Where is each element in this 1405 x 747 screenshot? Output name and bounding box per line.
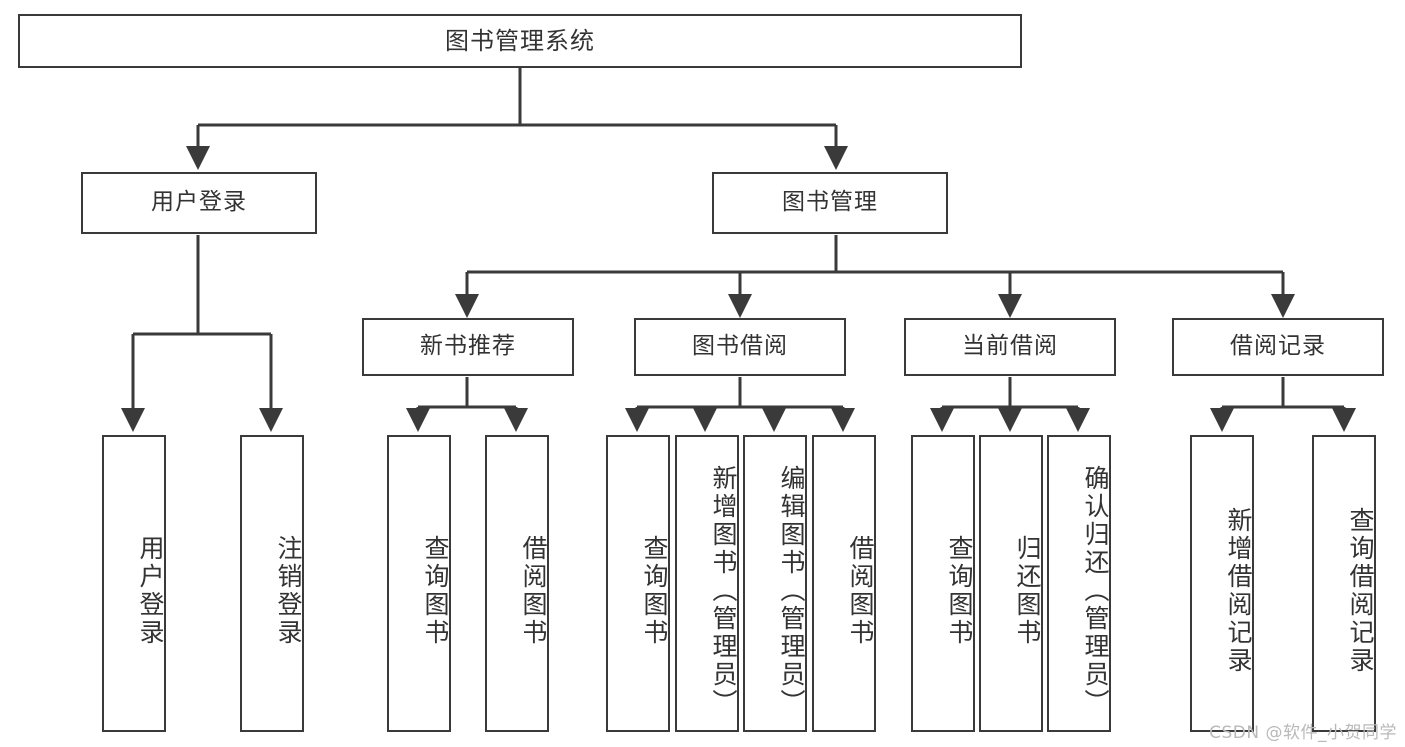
leaf-edit-book-admin[interactable]: 编辑图书（管理员）: [743, 435, 807, 732]
leaf-user-login[interactable]: 用户登录: [102, 435, 166, 732]
node-root-system[interactable]: 图书管理系统: [18, 14, 1022, 68]
leaf-logout-login[interactable]: 注销登录: [240, 435, 304, 732]
leaf-confirm-return-admin[interactable]: 确认归还（管理员）: [1047, 435, 1111, 732]
node-book-management[interactable]: 图书管理: [712, 172, 948, 234]
node-user-login[interactable]: 用户登录: [81, 172, 317, 234]
leaf-query-borrow-record[interactable]: 查询借阅记录: [1312, 435, 1376, 732]
leaf-borrow-book-recommend[interactable]: 借阅图书: [485, 435, 549, 732]
leaf-add-book-admin[interactable]: 新增图书（管理员）: [675, 435, 739, 732]
node-book-borrow[interactable]: 图书借阅: [634, 318, 846, 376]
csdn-watermark: CSDN @软件_小贺同学: [1209, 723, 1397, 743]
node-borrow-record[interactable]: 借阅记录: [1172, 318, 1384, 376]
node-new-book-recommend[interactable]: 新书推荐: [362, 318, 574, 376]
leaf-return-book[interactable]: 归还图书: [979, 435, 1043, 732]
leaf-query-book-borrow[interactable]: 查询图书: [606, 435, 670, 732]
leaf-query-book-current[interactable]: 查询图书: [911, 435, 975, 732]
leaf-add-borrow-record[interactable]: 新增借阅记录: [1190, 435, 1254, 732]
node-current-borrow[interactable]: 当前借阅: [904, 318, 1116, 376]
leaf-borrow-book[interactable]: 借阅图书: [812, 435, 876, 732]
leaf-query-book-recommend[interactable]: 查询图书: [387, 435, 451, 732]
